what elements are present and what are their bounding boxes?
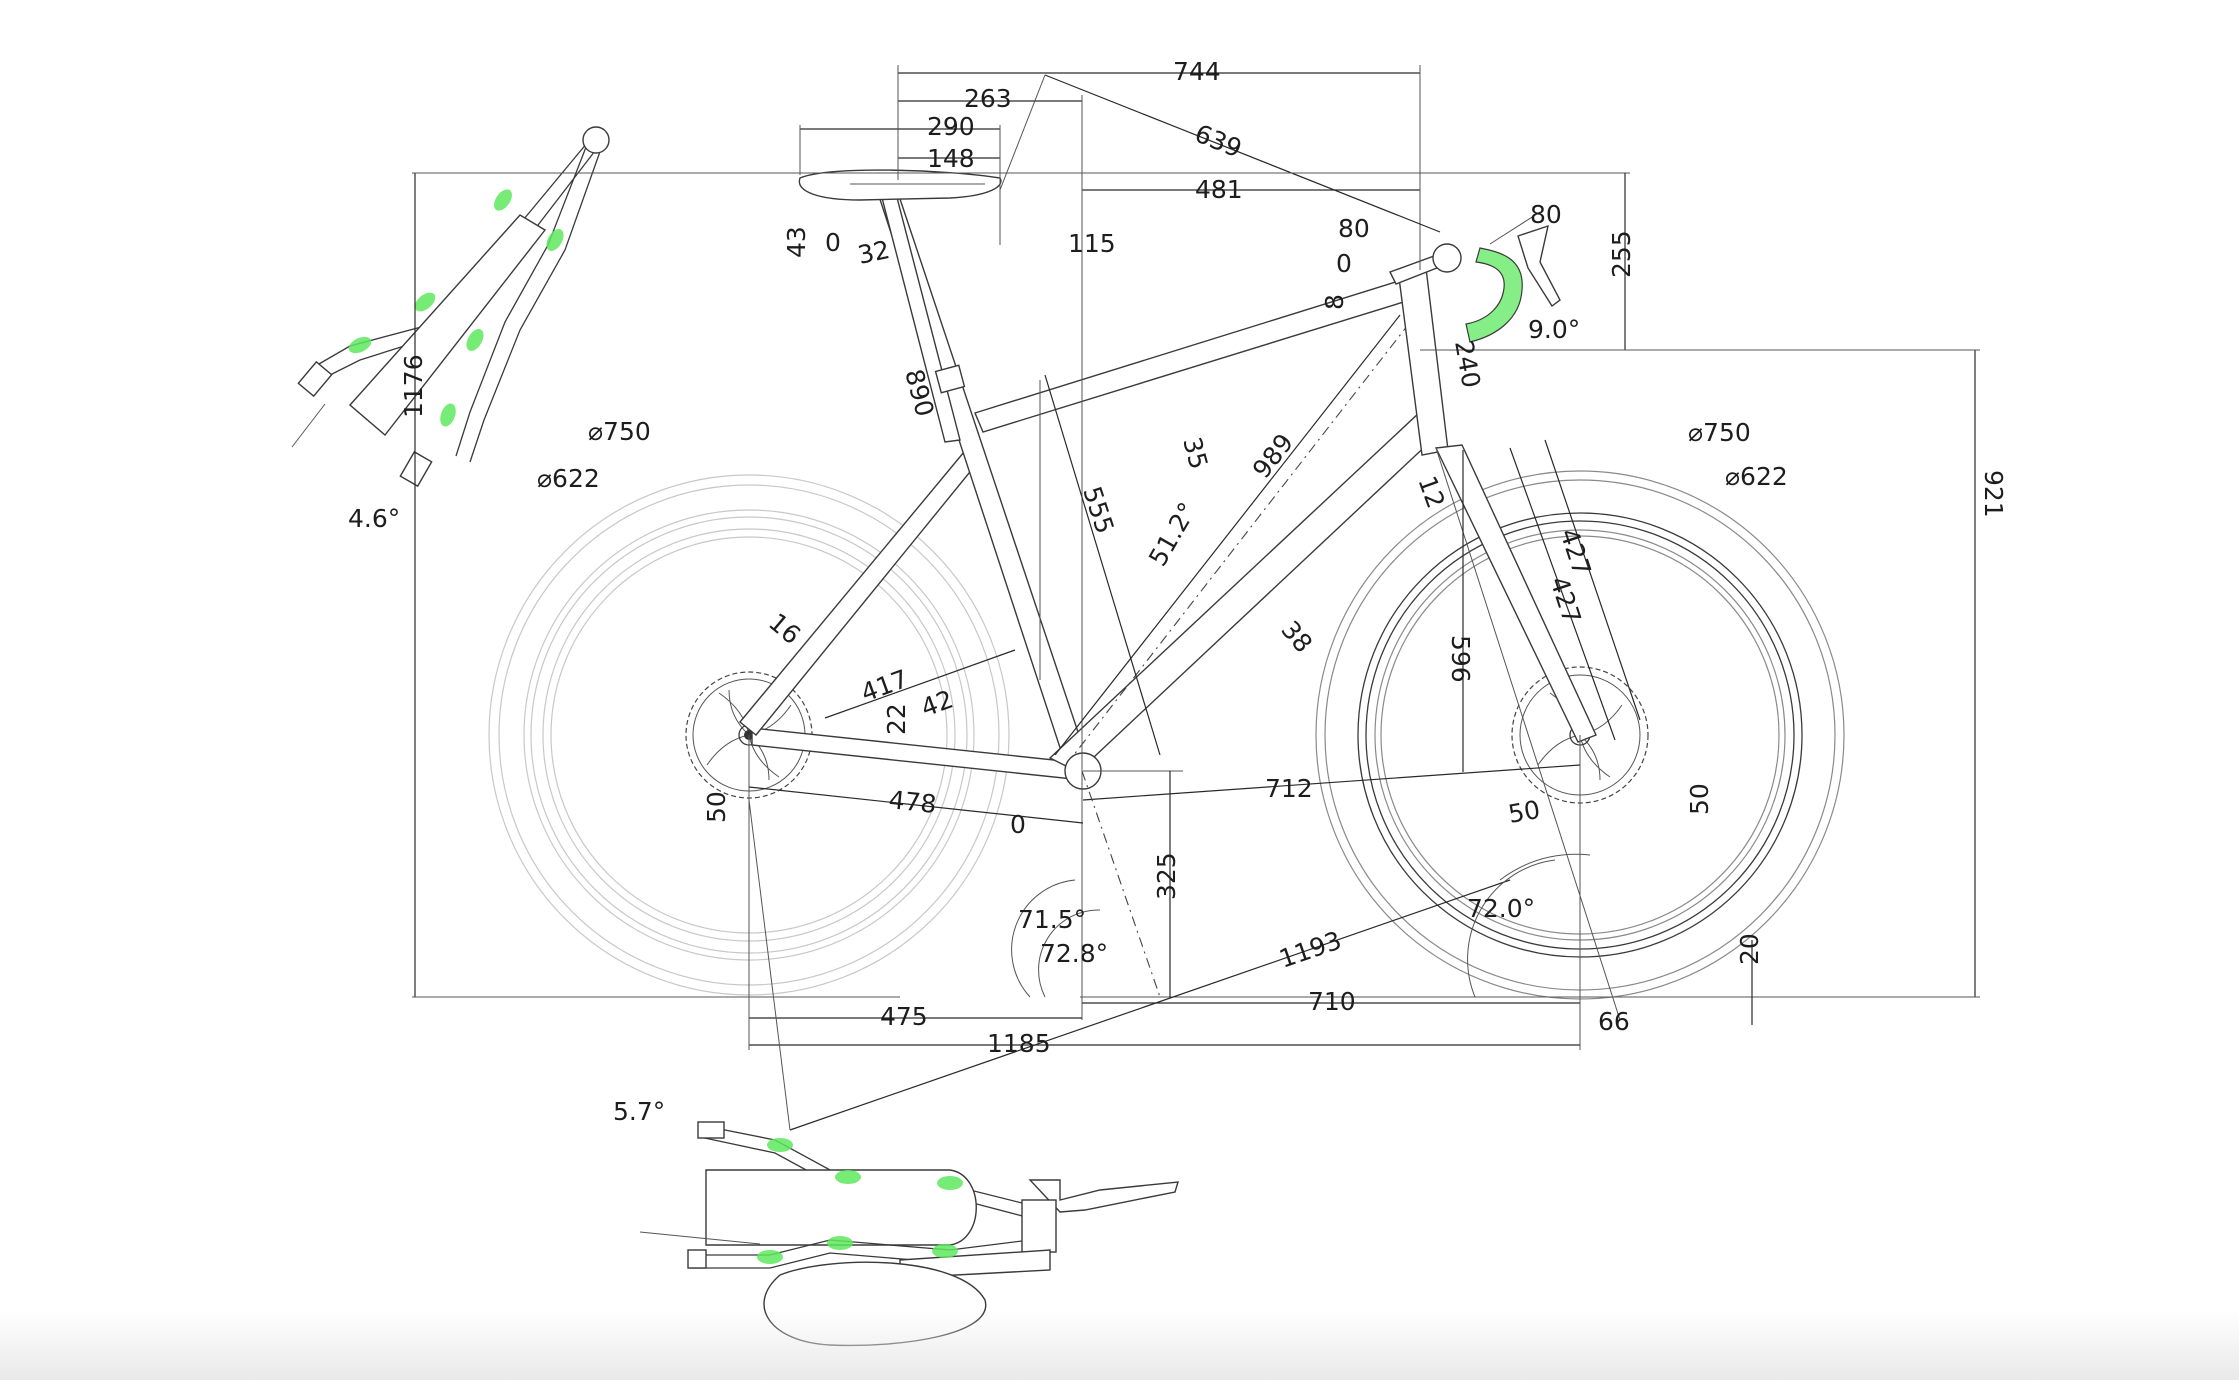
dim-rear-rim: ⌀622 <box>537 464 600 493</box>
dim-71-5deg: 71.5° <box>1018 905 1086 934</box>
dim-9deg: 9.0° <box>1528 315 1580 344</box>
dim-989: 989 <box>1247 428 1299 483</box>
dim-50-front-b: 50 <box>1685 783 1714 815</box>
dim-72deg: 72.0° <box>1467 894 1535 923</box>
dim-32: 32 <box>855 235 892 270</box>
dimension-labels: 744 263 290 148 639 481 43 0 32 115 80 8… <box>348 57 2008 1126</box>
dim-4-6deg: 4.6° <box>348 504 400 533</box>
saddle <box>798 169 1002 201</box>
dim-50-front-a: 50 <box>1506 795 1542 829</box>
dim-38: 38 <box>1275 615 1318 658</box>
dim-rear-tire: ⌀750 <box>588 417 651 446</box>
dim-0-bb: 0 <box>1010 810 1026 839</box>
dim-744: 744 <box>1173 57 1221 86</box>
dim-325: 325 <box>1152 852 1181 900</box>
dim-42: 42 <box>917 685 957 723</box>
dim-240: 240 <box>1449 338 1486 390</box>
dim-481: 481 <box>1195 175 1243 204</box>
dim-1176: 1176 <box>399 354 428 418</box>
dim-50-rear: 50 <box>702 791 731 823</box>
dim-80-stem: 80 <box>1338 214 1370 243</box>
dim-80-bar: 80 <box>1530 200 1562 229</box>
dim-front-tire: ⌀750 <box>1688 418 1751 447</box>
cockpit <box>1389 211 1561 343</box>
dim-263: 263 <box>964 84 1012 113</box>
dim-427-b: 427 <box>1544 573 1586 627</box>
dim-921: 921 <box>1979 470 2008 518</box>
dim-51deg: 51.2° <box>1143 497 1202 571</box>
dim-475: 475 <box>880 1002 928 1031</box>
dim-427-a: 427 <box>1554 525 1596 579</box>
dim-35: 35 <box>1177 434 1213 472</box>
dim-0-seat: 0 <box>825 228 841 257</box>
dim-8: 8 <box>1320 294 1349 310</box>
dim-255: 255 <box>1607 230 1636 278</box>
dim-290: 290 <box>927 112 975 141</box>
dim-0-stem: 0 <box>1336 249 1352 278</box>
dim-639: 639 <box>1191 119 1246 164</box>
dim-66: 66 <box>1598 1007 1630 1036</box>
dim-596: 596 <box>1446 635 1475 683</box>
dim-555: 555 <box>1077 483 1119 537</box>
dim-710: 710 <box>1308 987 1356 1016</box>
dim-72-8deg: 72.8° <box>1040 939 1108 968</box>
dimension-lines <box>412 65 1980 1131</box>
dim-115: 115 <box>1068 229 1116 258</box>
frame <box>739 174 1621 1021</box>
bottom-fade <box>0 1310 2239 1380</box>
bar-detail-view <box>291 126 610 488</box>
dim-20: 20 <box>1735 933 1764 965</box>
dim-1185: 1185 <box>987 1029 1051 1058</box>
dim-12: 12 <box>1412 472 1450 512</box>
dim-16: 16 <box>763 607 806 650</box>
dim-1193: 1193 <box>1276 926 1346 974</box>
dim-478: 478 <box>887 785 937 819</box>
dim-417: 417 <box>857 664 912 708</box>
dim-148: 148 <box>927 144 975 173</box>
dim-22: 22 <box>882 703 911 735</box>
dim-5-7deg: 5.7° <box>613 1097 665 1126</box>
dim-front-rim: ⌀622 <box>1725 462 1788 491</box>
dim-712: 712 <box>1265 774 1313 803</box>
dim-43: 43 <box>782 226 811 258</box>
